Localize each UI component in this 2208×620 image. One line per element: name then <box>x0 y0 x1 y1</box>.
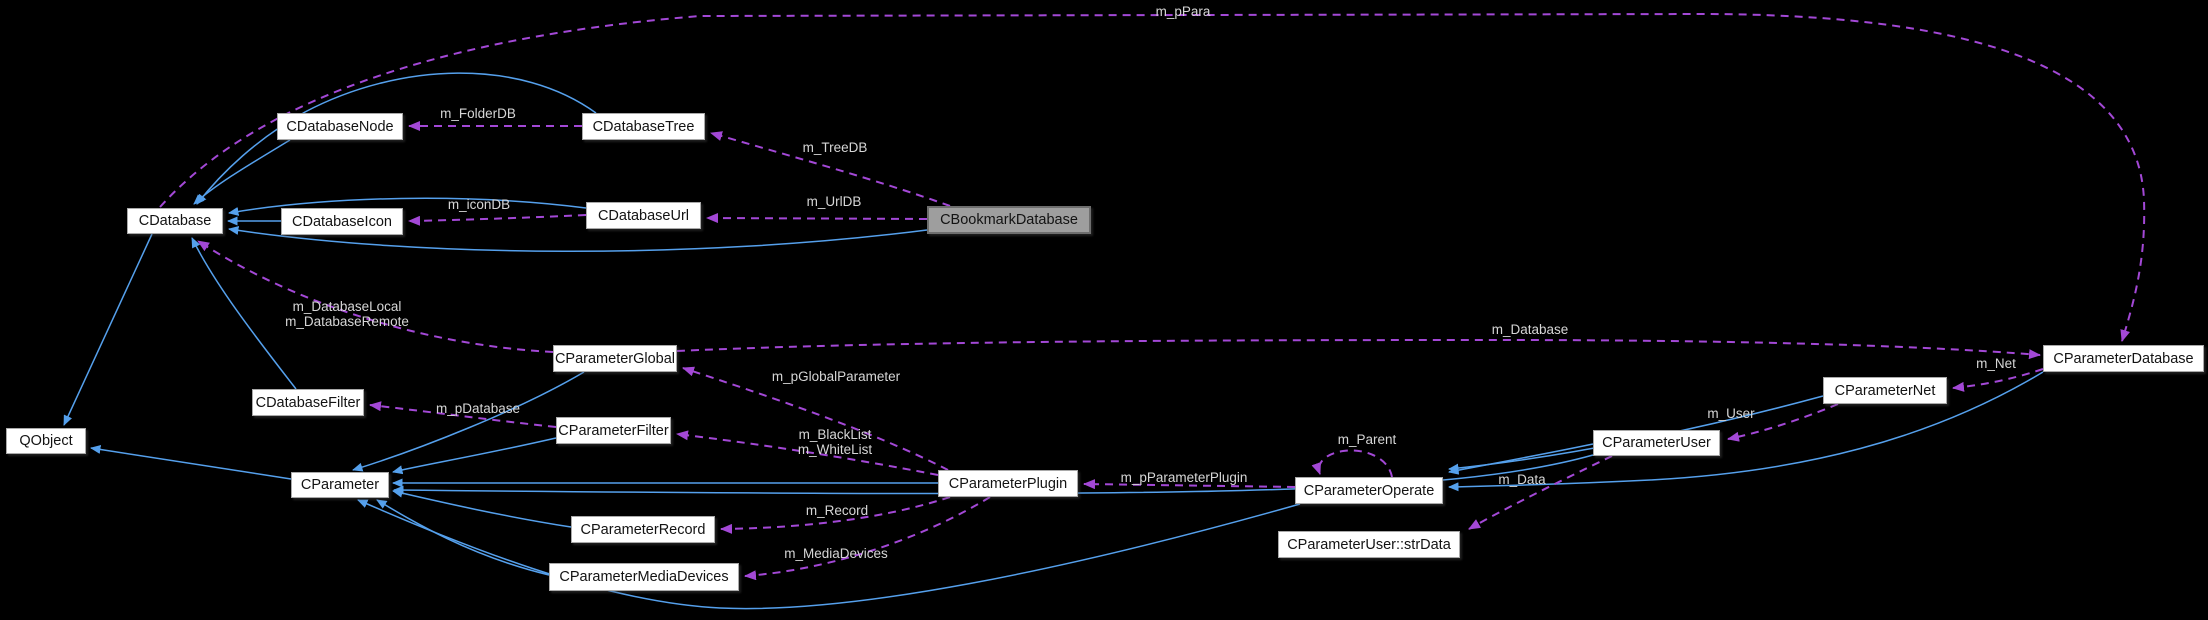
edge-record <box>720 496 951 534</box>
edge-user-to-parameter <box>393 454 1594 495</box>
edge-pparameterplugin <box>1083 479 1296 490</box>
node-cparameteruser[interactable]: CParameterUser <box>1593 430 1720 456</box>
edge-parent-selfloop <box>1311 449 1393 478</box>
edge-global-to-parameter <box>352 371 585 472</box>
edge-bookmark-to-database <box>228 225 928 252</box>
edge-parameter-to-qobject <box>90 445 292 480</box>
node-cdatabasefilter[interactable]: CDatabaseFilter <box>252 389 364 416</box>
node-cparameterglobal[interactable]: CParameterGlobal <box>553 345 677 372</box>
edge-pdatabase <box>369 401 557 428</box>
edge-ppara <box>159 12 2146 342</box>
edge-record-to-parameter <box>392 488 572 528</box>
edge-user-to-operate <box>1448 443 1594 475</box>
node-cparametermediadevices[interactable]: CParameterMediaDevices <box>549 563 739 591</box>
node-cdatabaseicon[interactable]: CDatabaseIcon <box>281 208 403 235</box>
node-cdatabase[interactable]: CDatabase <box>127 208 223 234</box>
edge-m-database <box>676 338 2041 360</box>
node-cparameter[interactable]: CParameter <box>291 472 389 498</box>
node-cparameterdatabase[interactable]: CParameterDatabase <box>2043 345 2204 372</box>
node-cdatabasetree[interactable]: CDatabaseTree <box>582 113 705 140</box>
edge-pglobalparameter <box>682 366 949 471</box>
edge-urldb <box>706 213 928 224</box>
edge-node-to-database <box>193 139 291 205</box>
edge-blackwhitelist <box>676 430 939 476</box>
edge-paramdatabase-to-operate <box>1448 371 2044 492</box>
edge-net <box>1952 368 2044 392</box>
node-cparameterfilter[interactable]: CParameterFilter <box>556 417 671 444</box>
node-cparameteruser-strdata[interactable]: CParameterUser::strData <box>1278 531 1460 558</box>
node-cparameteroperate[interactable]: CParameterOperate <box>1295 477 1443 504</box>
node-qobject[interactable]: QObject <box>6 428 86 454</box>
edge-mediadevices-to-parameter <box>376 499 550 576</box>
edge-database-to-qobject <box>63 233 153 426</box>
edge-operate-to-parameter <box>357 499 1301 610</box>
edge-databaselocalremote <box>197 240 554 353</box>
edge-icondb <box>408 214 587 226</box>
node-cparameternet[interactable]: CParameterNet <box>1823 377 1947 404</box>
node-cparameterplugin[interactable]: CParameterPlugin <box>938 470 1078 497</box>
node-cbookmarkdatabase[interactable]: CBookmarkDatabase <box>927 206 1091 234</box>
edge-data <box>1468 455 1613 530</box>
edge-treedb <box>710 131 951 207</box>
node-cdatabaseurl[interactable]: CDatabaseUrl <box>586 202 701 229</box>
edge-url-to-database <box>228 197 587 216</box>
edge-tree-to-database <box>196 72 597 205</box>
edge-dbfilter-to-database <box>191 237 297 390</box>
edge-user <box>1727 403 1839 442</box>
node-cdatabasenode[interactable]: CDatabaseNode <box>277 113 403 140</box>
edge-mediadevices <box>744 496 991 581</box>
node-cparameterrecord[interactable]: CParameterRecord <box>571 516 715 543</box>
edge-pfilter-to-parameter <box>392 437 557 475</box>
